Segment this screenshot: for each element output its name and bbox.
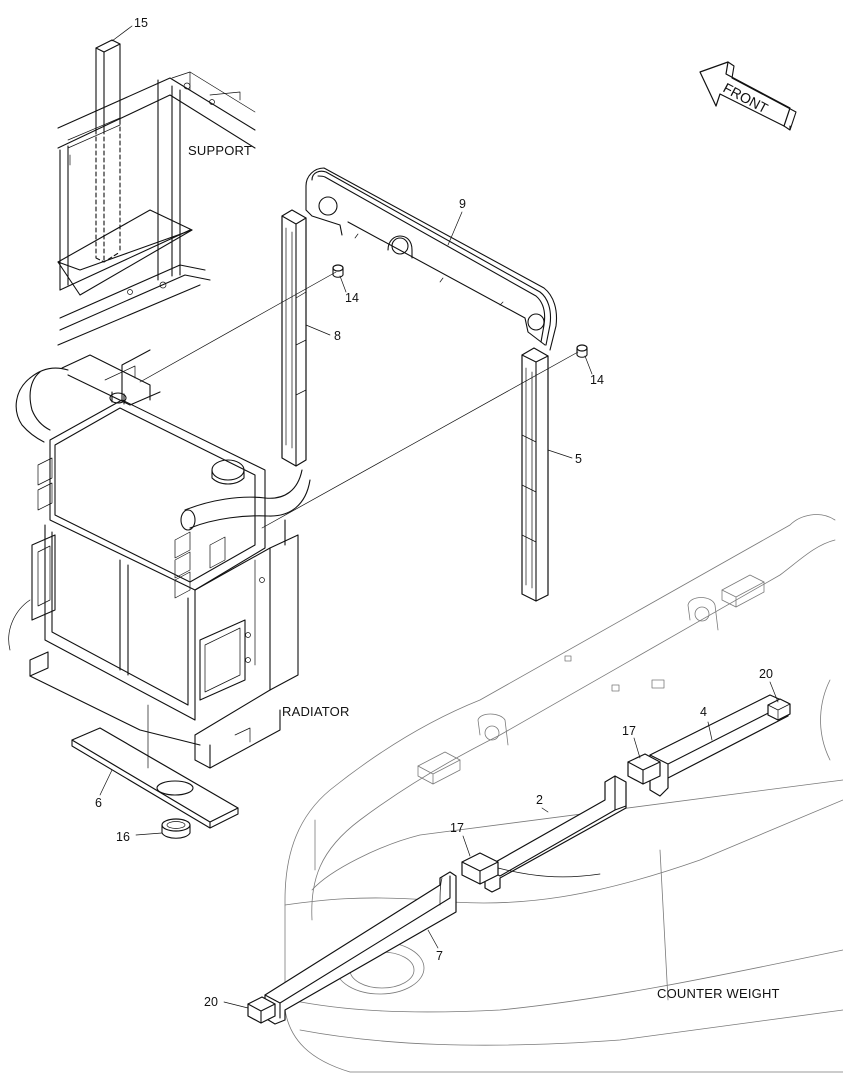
part-14-bolts [332, 264, 588, 358]
callout-14-right: 14 [590, 373, 604, 387]
support-label: SUPPORT [188, 143, 252, 158]
callout-6: 6 [95, 796, 102, 810]
counter-weight-label: COUNTER WEIGHT [657, 986, 780, 1001]
callout-8: 8 [334, 329, 341, 343]
part-8-strip [281, 209, 307, 467]
callout-16: 16 [116, 830, 130, 844]
part-17-block-lower [461, 852, 499, 885]
counter-weight [284, 514, 843, 1073]
part-9-seal-frame [305, 167, 558, 351]
part-15-bar [95, 39, 121, 263]
support-frame [57, 71, 256, 346]
callout-20-upper: 20 [759, 667, 773, 681]
section-labels: SUPPORT RADIATOR COUNTER WEIGHT [188, 143, 780, 1001]
part-20-block-upper [767, 698, 791, 721]
part-16-grommet [161, 818, 191, 839]
callout-17-lower: 17 [450, 821, 464, 835]
radiator-assembly [8, 349, 311, 769]
callout-4: 4 [700, 705, 707, 719]
callout-17-upper: 17 [622, 724, 636, 738]
part-17-block-upper [627, 753, 661, 785]
leader-lines [99, 25, 779, 1009]
part-5-strip [521, 347, 549, 602]
part-7-bar [264, 871, 457, 1025]
part-2-bar [484, 775, 627, 893]
part-4-bar [649, 694, 789, 797]
callout-14-left: 14 [345, 291, 359, 305]
front-direction-arrow: FRONT [699, 61, 797, 131]
callout-2: 2 [536, 793, 543, 807]
radiator-label: RADIATOR [282, 704, 350, 719]
callouts: 15 9 14 14 8 5 20 4 17 2 17 6 16 7 20 [95, 16, 773, 1009]
callout-7: 7 [436, 949, 443, 963]
callout-5: 5 [575, 452, 582, 466]
callout-20-lower: 20 [204, 995, 218, 1009]
callout-15: 15 [134, 16, 148, 30]
part-20-block-lower [247, 996, 276, 1024]
part-6-plate [71, 727, 239, 829]
callout-9: 9 [459, 197, 466, 211]
